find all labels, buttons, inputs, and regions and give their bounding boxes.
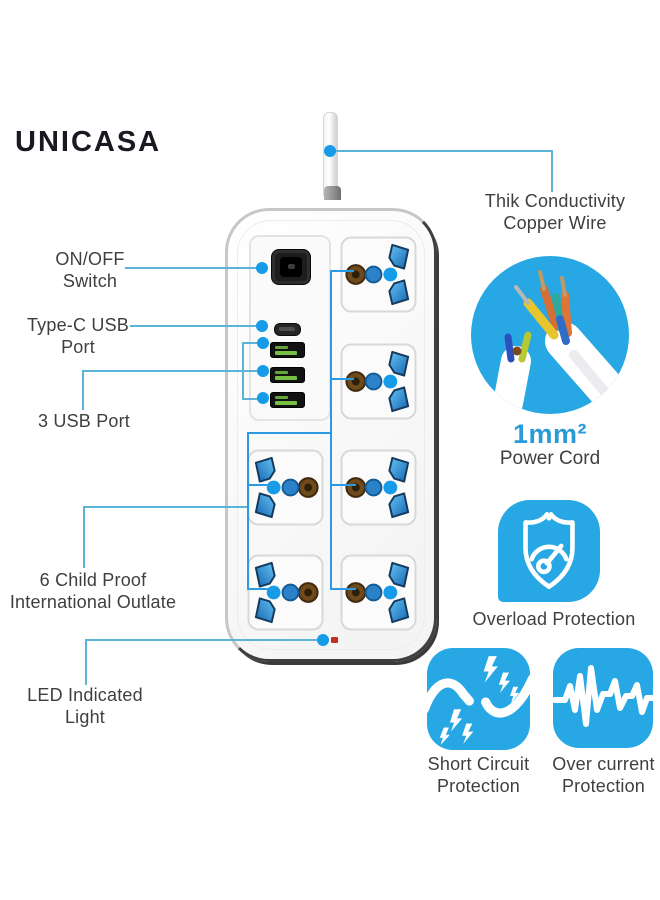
callout-dot	[324, 145, 336, 157]
socket-connector-line	[247, 484, 273, 486]
power-cord-spec-value: 1mm²	[512, 419, 588, 449]
callout-line	[551, 150, 553, 192]
callout-label-on-off-switch: ON/OFF Switch	[55, 249, 125, 291]
callout-label-copper-wire: Thik Conductivity Copper Wire	[484, 191, 626, 233]
callout-line	[242, 342, 264, 344]
cord-strain-relief	[324, 186, 341, 214]
short-circuit-protection-icon	[427, 648, 530, 750]
callout-label-child-proof-outlets: 6 Child Proof International Outlate	[9, 570, 177, 612]
socket-connector-line	[330, 270, 332, 590]
socket-connector-line	[247, 432, 332, 434]
feature-label-over-current: Over current Protection	[552, 754, 655, 796]
over-current-protection-icon	[553, 648, 653, 748]
broken-wire-spark-icon	[427, 656, 530, 745]
socket-connector-line	[330, 378, 354, 380]
callout-line	[125, 267, 263, 269]
callout-line	[85, 639, 324, 641]
usb-port[interactable]	[270, 342, 305, 358]
callout-line	[83, 506, 85, 568]
on-off-switch[interactable]	[271, 249, 311, 285]
feature-label-short-circuit: Short Circuit Protection	[427, 754, 530, 796]
power-socket[interactable]	[340, 554, 417, 631]
callout-dot	[257, 392, 269, 404]
feature-label-overload: Overload Protection	[472, 609, 636, 629]
callout-line	[330, 150, 552, 152]
power-socket[interactable]	[247, 449, 324, 526]
switch-rocker[interactable]	[280, 257, 302, 277]
callout-line	[85, 639, 87, 685]
callout-line	[242, 342, 244, 400]
power-cord-spec-label: Power Cord	[499, 448, 601, 469]
socket-connector-line	[330, 588, 356, 590]
callout-label-type-c-port: Type-C USB Port	[26, 315, 130, 357]
shield-gauge-icon	[523, 511, 575, 589]
callout-dot	[256, 262, 268, 274]
socket-connector-line	[330, 270, 354, 272]
callout-label-led-light: LED Indicated Light	[27, 685, 143, 727]
power-socket[interactable]	[340, 343, 417, 420]
callout-line	[242, 398, 264, 400]
power-socket[interactable]	[340, 449, 417, 526]
callout-line	[82, 370, 264, 372]
callout-dot	[256, 320, 268, 332]
power-socket[interactable]	[340, 236, 417, 313]
stripped-cable-icon	[471, 256, 629, 414]
callout-dot	[257, 337, 269, 349]
socket-connector-line	[247, 588, 273, 590]
socket-connector-line	[330, 484, 356, 486]
callout-line	[130, 325, 263, 327]
socket-connector-line	[247, 432, 249, 590]
usb-port[interactable]	[270, 367, 305, 383]
power-cord-photo-circle	[470, 255, 630, 415]
type-c-port[interactable]	[274, 323, 301, 336]
callout-dot	[257, 365, 269, 377]
switch-mark-icon	[288, 264, 295, 269]
usb-port[interactable]	[270, 392, 305, 408]
brand-logo: UNICASA	[15, 126, 162, 158]
callout-label-usb-ports: 3 USB Port	[37, 411, 131, 431]
callout-line	[83, 506, 247, 508]
type-c-slot	[279, 327, 295, 331]
current-waveform-icon	[553, 665, 653, 727]
power-socket[interactable]	[247, 554, 324, 631]
callout-dot	[317, 634, 329, 646]
led-indicator	[331, 637, 338, 643]
overload-protection-icon	[498, 500, 600, 602]
callout-line	[82, 370, 84, 410]
